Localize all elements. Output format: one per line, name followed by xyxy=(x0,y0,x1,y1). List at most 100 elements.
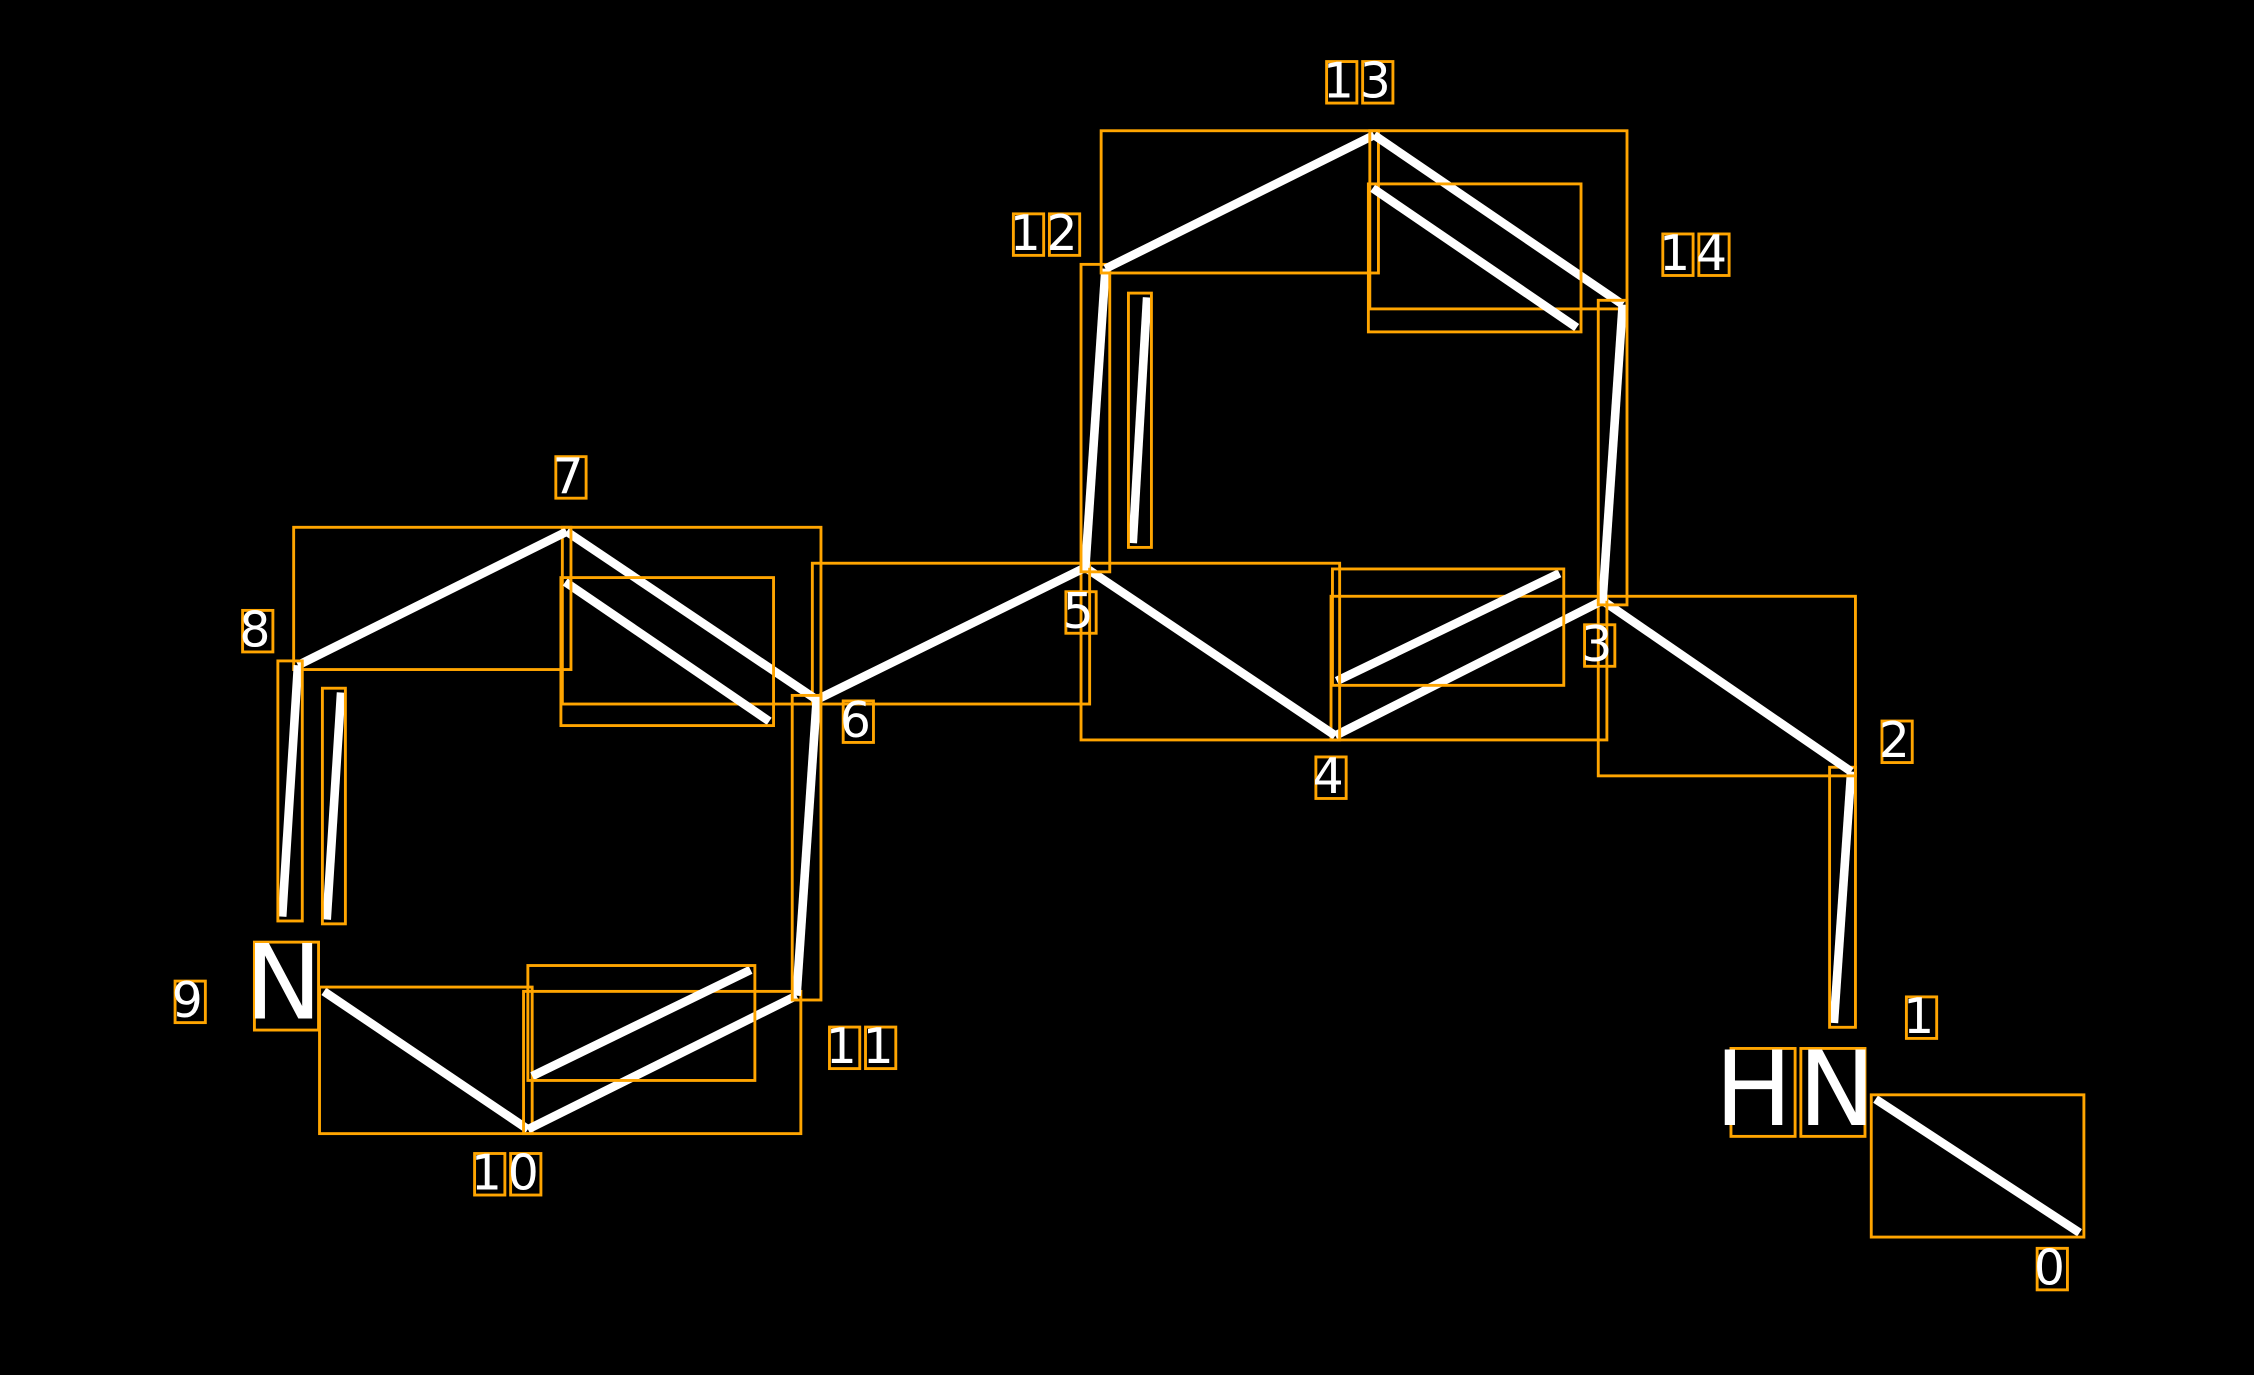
atom-index-9: 9 xyxy=(172,972,209,1029)
bond-line xyxy=(1333,596,1605,740)
atom-symbol-n-text: N xyxy=(245,924,328,1044)
label-char-box xyxy=(1361,60,1395,105)
bond-8-9 xyxy=(276,659,347,926)
atom-index-9-text: 9 xyxy=(172,972,209,1029)
bond-14-3 xyxy=(1596,298,1629,607)
atom-index-3-text: 3 xyxy=(1581,616,1618,673)
atom-index-6: 6 xyxy=(840,692,875,749)
label-char-box xyxy=(841,699,875,744)
label-char-box xyxy=(252,940,320,1032)
atom-index-7: 7 xyxy=(553,448,590,505)
bond-5-6 xyxy=(810,561,1092,706)
bond-5-12 xyxy=(1079,262,1153,574)
label-char-box xyxy=(1314,755,1348,800)
atom-index-1: 1 xyxy=(1903,988,1940,1045)
label-char-box xyxy=(828,1025,862,1071)
double-bond-inner-line xyxy=(1334,569,1562,685)
bond-bounding-box xyxy=(276,659,304,923)
bond-1-2 xyxy=(1828,765,1857,1029)
bond-2-3 xyxy=(1596,594,1857,778)
bond-bounding-box xyxy=(1079,262,1112,574)
bond-line xyxy=(564,528,820,704)
atom-index-8-text: 8 xyxy=(239,602,276,659)
label-char-box xyxy=(509,1152,543,1197)
bond-line xyxy=(814,563,1088,704)
label-char-box xyxy=(1583,623,1617,668)
atom-index-12-text: 12 xyxy=(1010,205,1084,262)
bond-line xyxy=(277,664,303,917)
atom-index-10-text: 10 xyxy=(471,1145,545,1202)
double-bond-inner-line xyxy=(1370,184,1580,332)
label-char-box xyxy=(1904,995,1939,1040)
bond-line xyxy=(1081,268,1110,568)
label-char-box xyxy=(1799,1047,1867,1138)
bond-bounding-box xyxy=(1869,1093,2086,1239)
label-char-box xyxy=(1661,232,1695,277)
double-bond-inner-line xyxy=(562,578,772,725)
atom-index-14: 14 xyxy=(1659,225,1733,282)
atom-index-7-text: 7 xyxy=(553,448,590,505)
bond-4-5 xyxy=(1079,561,1342,742)
label-char-box xyxy=(864,1025,898,1071)
bond-3-4 xyxy=(1329,567,1609,742)
atom-index-11: 11 xyxy=(826,1018,900,1075)
bond-line xyxy=(1829,771,1856,1024)
bond-12-13 xyxy=(1099,129,1380,275)
atom-index-14-text: 14 xyxy=(1659,225,1733,282)
bonds-layer xyxy=(276,129,2086,1239)
bond-line xyxy=(525,991,799,1134)
bond-line xyxy=(1598,304,1627,601)
bond-bounding-box xyxy=(318,985,534,1136)
label-char-box xyxy=(1011,212,1046,257)
label-char-box xyxy=(241,608,275,654)
bond-bounding-box xyxy=(1596,298,1629,607)
inner-bond-bounding-box xyxy=(320,686,347,926)
bond-bounding-box xyxy=(1596,594,1857,778)
inner-bond-bounding-box xyxy=(1127,291,1153,549)
bond-6-7 xyxy=(559,525,823,728)
atom-index-13-text: 13 xyxy=(1323,53,1397,110)
atom-index-5-text: 5 xyxy=(1063,583,1100,640)
atom-index-1-text: 1 xyxy=(1903,988,1940,1045)
bond-bounding-box xyxy=(1079,561,1342,742)
inner-bond-bounding-box xyxy=(1331,567,1566,687)
bond-7-8 xyxy=(292,525,573,671)
bond-line xyxy=(1600,597,1854,776)
atom-index-12: 12 xyxy=(1010,205,1084,262)
bond-bounding-box xyxy=(790,693,823,1002)
bond-0-1 xyxy=(1869,1093,2086,1239)
bond-bounding-box xyxy=(522,989,803,1136)
bond-bounding-box xyxy=(1099,129,1380,275)
label-char-box xyxy=(1064,590,1098,635)
bond-11-6 xyxy=(790,693,823,1002)
atom-index-5: 5 xyxy=(1063,583,1100,640)
inner-bond-bounding-box xyxy=(1366,182,1583,334)
bond-line xyxy=(296,527,569,670)
atom-symbol-hn-text: HN xyxy=(1715,1030,1882,1150)
atom-index-10: 10 xyxy=(471,1145,545,1202)
atom-index-3: 3 xyxy=(1581,616,1618,673)
label-char-box xyxy=(473,1152,507,1197)
atom-index-11-text: 11 xyxy=(826,1018,900,1075)
double-bond-inner-line xyxy=(322,692,346,920)
double-bond-inner-line xyxy=(530,965,753,1081)
atom-index-13: 13 xyxy=(1323,53,1397,110)
atom-index-2-text: 2 xyxy=(1879,712,1916,769)
label-char-box xyxy=(1047,212,1082,257)
bond-line xyxy=(1082,563,1338,740)
atom-index-2: 2 xyxy=(1879,712,1916,769)
label-char-box xyxy=(2035,1246,2069,1292)
bond-line xyxy=(792,699,821,996)
bond-bounding-box xyxy=(292,525,573,671)
atom-index-8: 8 xyxy=(239,602,276,659)
double-bond-inner-line xyxy=(1128,297,1152,544)
label-char-box xyxy=(173,979,207,1025)
bond-13-14 xyxy=(1366,129,1629,334)
label-char-box xyxy=(1697,232,1731,277)
bond-line xyxy=(1103,131,1377,273)
label-char-box xyxy=(1325,60,1359,105)
bond-line xyxy=(1873,1095,2082,1237)
label-char-box xyxy=(554,455,588,500)
